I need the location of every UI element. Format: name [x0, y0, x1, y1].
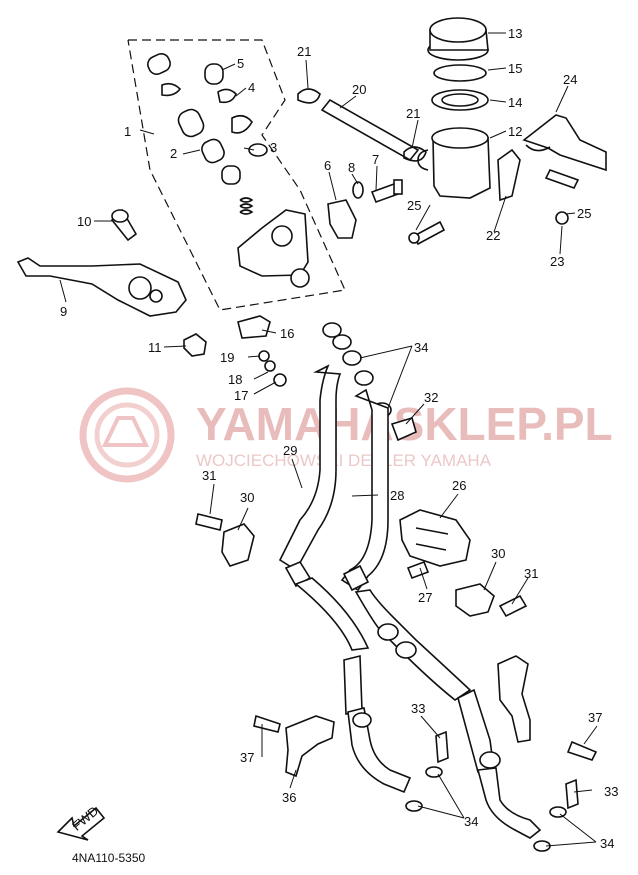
callout-33b: 33 [604, 784, 618, 799]
callout-6: 6 [324, 158, 331, 173]
callout-11: 11 [148, 340, 162, 355]
lever-pivot-bolt [110, 208, 207, 357]
callouts: 1 2 3 4 5 6 7 8 9 10 11 12 13 14 15 16 1… [60, 26, 618, 851]
lower-gaskets [405, 766, 567, 852]
callout-28: 28 [390, 488, 404, 503]
callout-22: 22 [486, 228, 500, 243]
callout-24: 24 [563, 72, 577, 87]
bolt-7 [352, 179, 403, 204]
callout-17: 17 [234, 388, 248, 403]
callout-7: 7 [372, 152, 379, 167]
callout-21b: 21 [406, 106, 420, 121]
brake-lever [16, 257, 187, 317]
reservoir-hose [297, 88, 427, 162]
callout-5: 5 [237, 56, 244, 71]
union-bolts [322, 322, 417, 442]
callout-16: 16 [280, 326, 294, 341]
callout-33a: 33 [411, 701, 425, 716]
kit-outline [127, 39, 346, 311]
diagram-code: 4NA110-5350 [72, 851, 145, 865]
callout-34b: 34 [464, 814, 478, 829]
callout-20: 20 [352, 82, 366, 97]
reservoir-screws [408, 169, 580, 246]
callout-9: 9 [60, 304, 67, 319]
callout-4: 4 [248, 80, 255, 95]
callout-18: 18 [228, 372, 242, 387]
callout-10: 10 [77, 214, 91, 229]
callout-37a: 37 [240, 750, 254, 765]
piston-kit [147, 53, 268, 215]
callout-30b: 30 [491, 546, 505, 561]
callout-3: 3 [270, 140, 277, 155]
callout-34c: 34 [600, 836, 614, 851]
reservoir-bracket [522, 114, 607, 172]
reservoir [417, 17, 521, 202]
callout-29: 29 [283, 443, 297, 458]
callout-30a: 30 [240, 490, 254, 505]
callout-37b: 37 [588, 710, 602, 725]
callout-21a: 21 [297, 44, 311, 59]
callout-23: 23 [550, 254, 564, 269]
callout-31a: 31 [202, 468, 216, 483]
callout-27: 27 [418, 590, 432, 605]
callout-2: 2 [170, 146, 177, 161]
brake-hoses [278, 364, 542, 839]
lower-brackets [253, 655, 598, 810]
watermark-subtitle: WOJCIECHOWSKI DEALER YAMAHA [196, 451, 492, 470]
watermark: YAMAHASKLEP.PL WOJCIECHOWSKI DEALER YAMA… [79, 387, 613, 483]
callout-15: 15 [508, 61, 522, 76]
callout-25a: 25 [407, 198, 421, 213]
callout-32: 32 [424, 390, 438, 405]
fwd-arrow-icon: FWD [56, 803, 106, 841]
watermark-logo-icon [79, 387, 175, 483]
callout-1: 1 [124, 124, 131, 139]
callout-26: 26 [452, 478, 466, 493]
callout-25b: 25 [577, 206, 591, 221]
callout-36: 36 [282, 790, 296, 805]
callout-13: 13 [508, 26, 522, 41]
callout-31b: 31 [524, 566, 538, 581]
callout-34a: 34 [414, 340, 428, 355]
callout-12: 12 [508, 124, 522, 139]
callout-19: 19 [220, 350, 234, 365]
callout-8: 8 [348, 160, 355, 175]
master-cylinder-body [237, 199, 357, 288]
leader-lines [59, 32, 598, 847]
callout-14: 14 [508, 95, 522, 110]
hose-guides [195, 509, 528, 618]
